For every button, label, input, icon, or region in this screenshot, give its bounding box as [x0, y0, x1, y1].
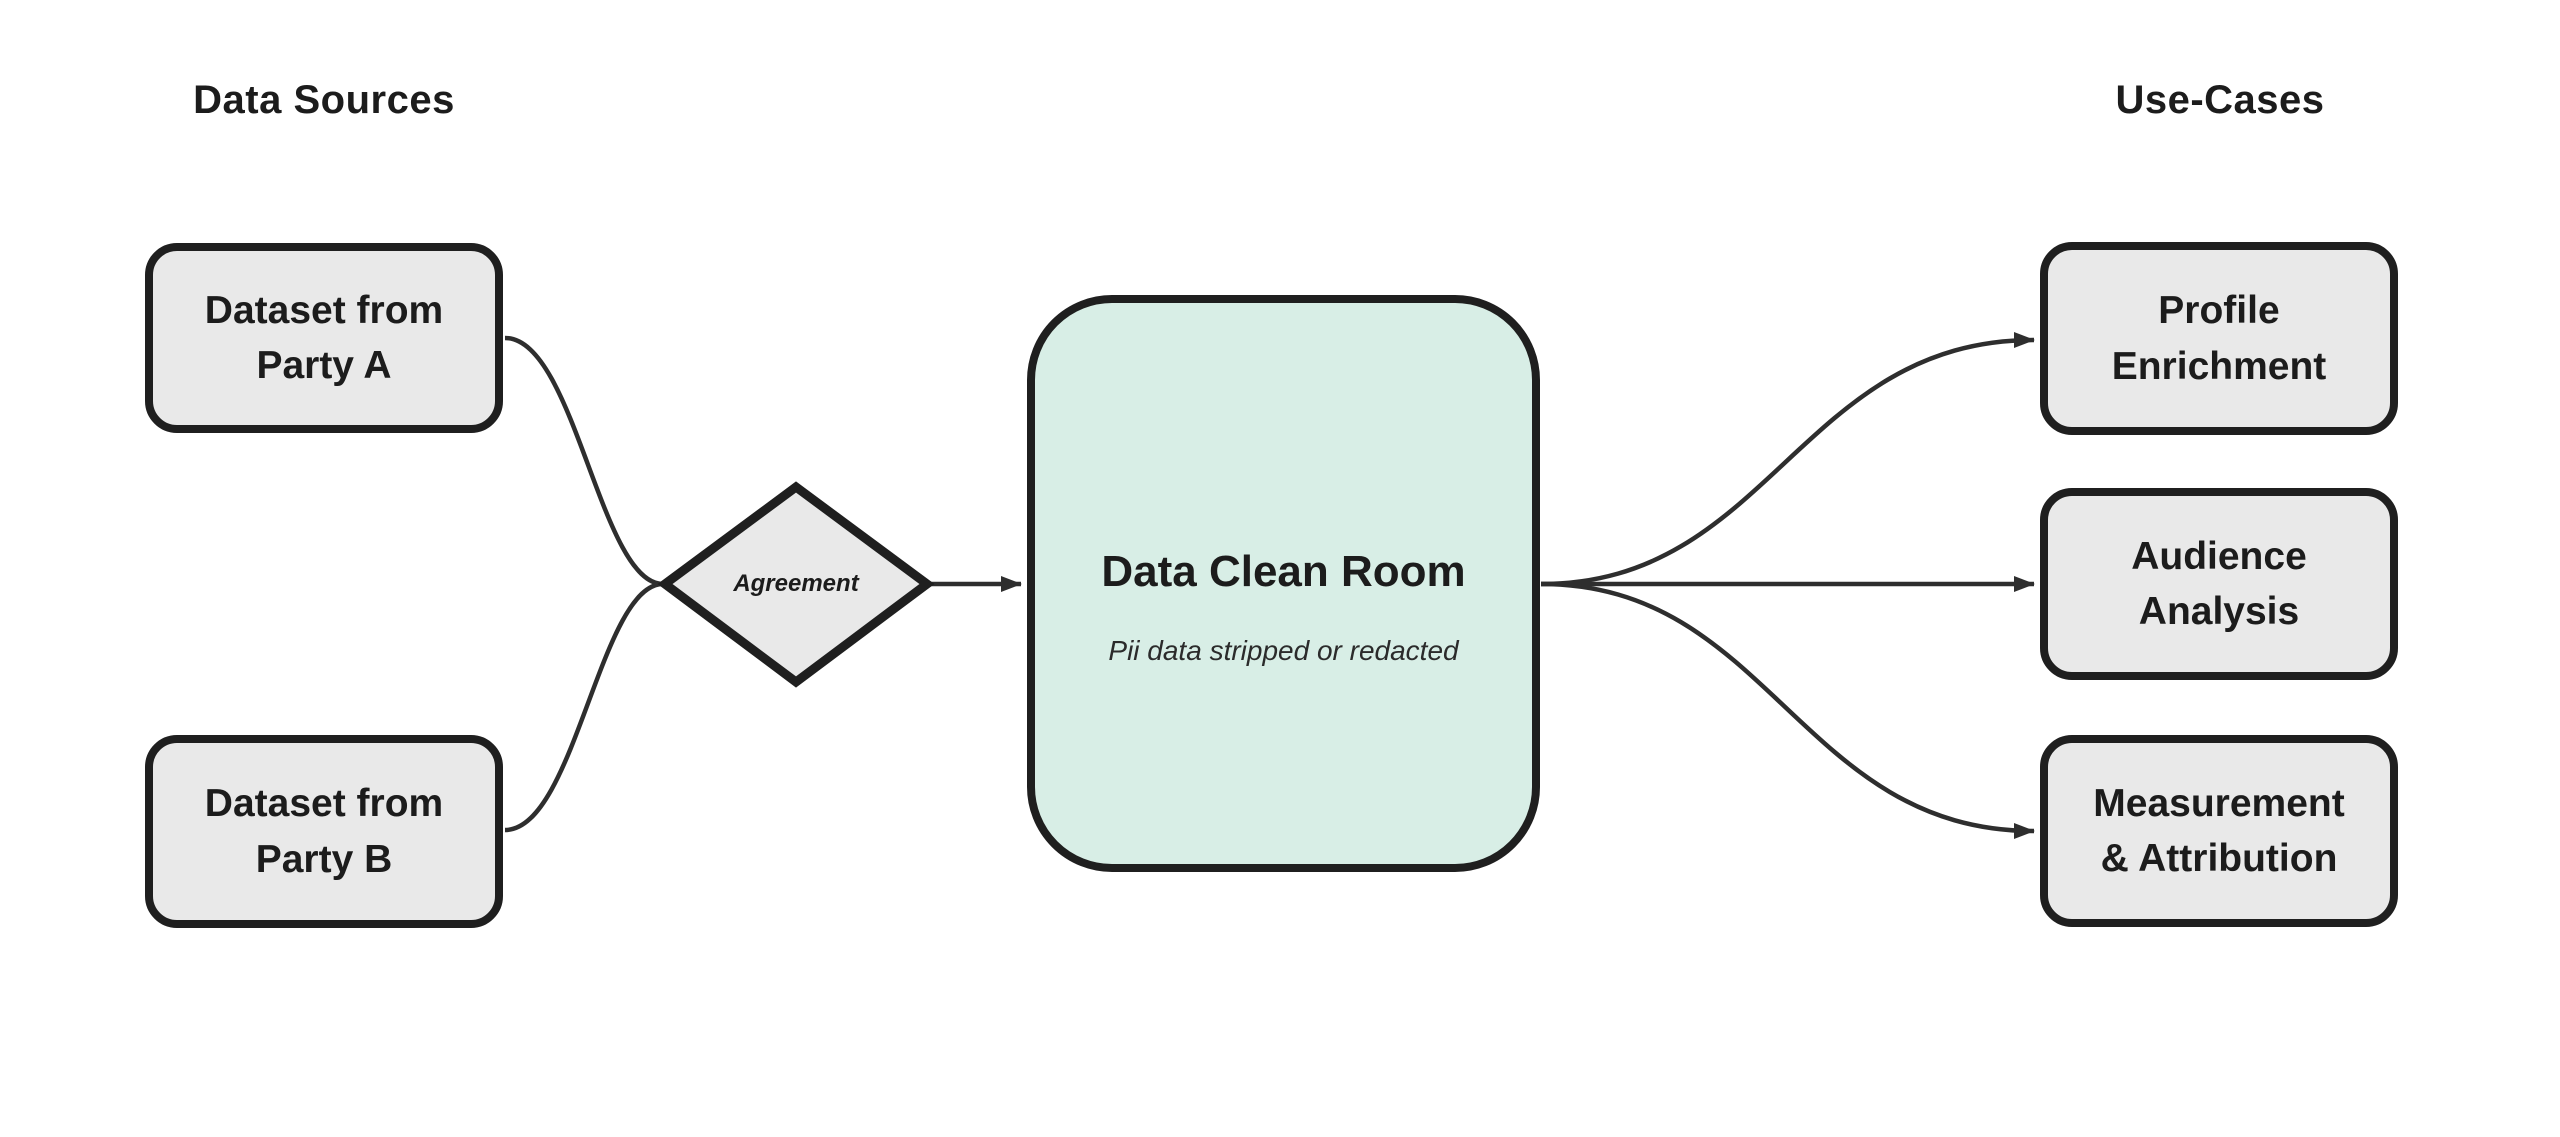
node-dataset-party-a: Dataset from Party A [145, 243, 503, 433]
node-audience-analysis: Audience Analysis [2040, 488, 2398, 680]
node-measurement-attribution-label: Measurement & Attribution [2093, 781, 2345, 880]
connector-clean-room-to-measurement-attribution [1540, 581, 2035, 839]
node-measurement-attribution: Measurement & Attribution [2040, 735, 2398, 927]
node-profile-enrichment: Profile Enrichment [2040, 242, 2398, 435]
node-agreement-label: Agreement [733, 570, 859, 597]
connector-party-a-to-agreement [504, 335, 664, 587]
use-cases-title: Use-Cases [2115, 78, 2325, 122]
clean-room-subtitle: Pii data stripped or redacted [1108, 634, 1459, 666]
data-sources-title: Data Sources [193, 78, 455, 122]
clean-room-title: Data Clean Room [1101, 546, 1466, 596]
node-audience-analysis-label: Audience Analysis [2131, 534, 2307, 633]
node-dataset-party-b-label: Dataset from Party B [204, 782, 444, 881]
connector-clean-room-to-profile-enrichment [1540, 332, 2035, 587]
node-profile-enrichment-label: Profile Enrichment [2111, 289, 2327, 388]
agreement-diamond-shape [657, 481, 935, 688]
connector-party-b-to-agreement [504, 581, 664, 833]
node-data-clean-room: Data Clean Room Pii data stripped or red… [1027, 295, 1540, 872]
node-dataset-party-b: Dataset from Party B [145, 735, 503, 928]
node-dataset-party-a-label: Dataset from Party A [204, 288, 444, 387]
